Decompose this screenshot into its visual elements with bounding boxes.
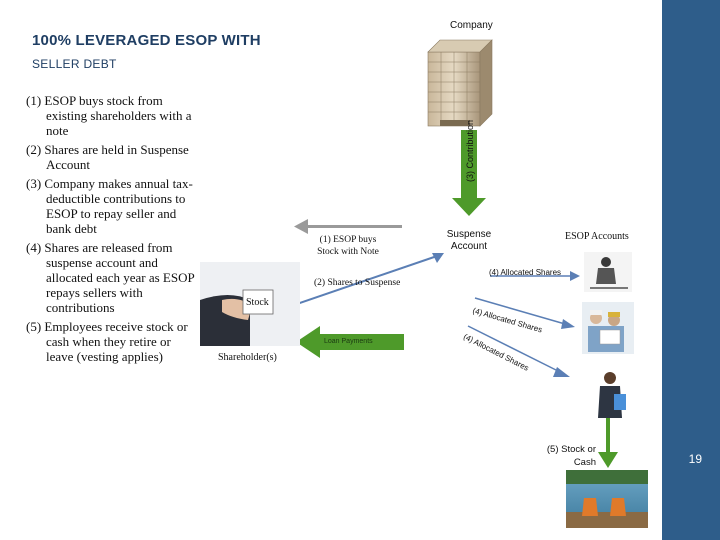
allocated-arrow-3 (467, 325, 570, 377)
shares-to-suspense-label: (2) Shares to Suspense (314, 278, 401, 288)
stock-card-label: Stock (246, 297, 269, 308)
employee-photo (592, 370, 630, 418)
stock-or-cash-label: (5) Stock or Cash (536, 443, 596, 469)
buys-label-line2: Stock with Note (317, 247, 379, 257)
stock-or-cash-arrow (598, 418, 618, 468)
loan-payments-label: Loan Payments (324, 338, 373, 345)
steps-list: (1) ESOP buys stock from existing shareh… (26, 93, 196, 368)
loan-payments-arrow (296, 326, 404, 358)
company-label: Company (450, 20, 493, 31)
step-item: (4) Shares are released from suspense ac… (26, 240, 195, 315)
company-building-icon (427, 39, 493, 127)
title-main: 100% LEVERAGED ESOP WITH (32, 32, 261, 49)
workers-group-photo (582, 302, 634, 354)
contribution-arrow (452, 130, 486, 216)
title-sub: SELLER DEBT (32, 57, 117, 71)
stock-or-cash-line1: (5) Stock or (546, 444, 596, 455)
buys-label-line1: (1) ESOP buys (319, 235, 377, 245)
stock-card-photo (200, 262, 300, 346)
step-item: (2) Shares are held in Suspense Account (26, 142, 189, 172)
step-item: (3) Company makes annual tax-deductible … (26, 176, 193, 236)
esop-accounts-label: ESOP Accounts (565, 231, 629, 242)
retirement-photo (566, 470, 648, 528)
contribution-label: (3) Contribution (465, 119, 475, 183)
slide-title: 100% LEVERAGED ESOP WITH SELLER DEBT (32, 32, 261, 71)
allocated-arrow-2 (474, 297, 575, 329)
allocated-arrow-1 (490, 271, 580, 281)
suspense-label-line2: Account (450, 241, 488, 252)
step-item: (1) ESOP buys stock from existing shareh… (26, 93, 192, 138)
allocated-label-1: (4) Allocated Shares (489, 268, 562, 277)
stock-or-cash-line2: Cash (573, 457, 596, 468)
buys-stock-arrow (294, 219, 402, 234)
worker-photo (584, 252, 632, 292)
suspense-account-label: Suspense Account (440, 229, 498, 253)
suspense-label-line1: Suspense (446, 229, 492, 240)
shareholder-label: Shareholder(s) (218, 352, 277, 363)
buys-stock-label: (1) ESOP buys Stock with Note (308, 234, 388, 258)
sidebar-band (662, 0, 720, 540)
step-item: (5) Employees receive stock or cash when… (26, 319, 188, 364)
page-number: 19 (688, 452, 702, 466)
